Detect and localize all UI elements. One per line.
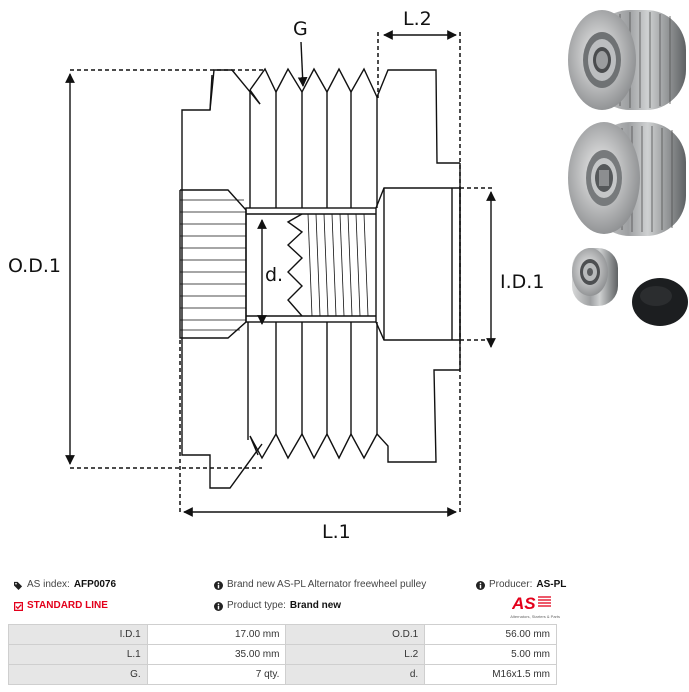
producer-value: AS-PL: [536, 579, 567, 590]
spec-value: 5.00 mm: [424, 644, 557, 665]
product-description: Brand new AS-PL Alternator freewheel pul…: [214, 579, 426, 591]
specifications-table: I.D.1 17.00 mm O.D.1 56.00 mm L.1 35.00 …: [8, 624, 557, 685]
extension-lines: [70, 32, 495, 515]
table-row: L.1 35.00 mm L.2 5.00 mm: [8, 644, 557, 665]
as-pl-logo: AS Alternators, Starters & Parts: [498, 592, 560, 622]
technical-drawing: G L.2 O.D.1 I.D.1 d. L.1: [8, 8, 544, 543]
photo-dust-cap: [632, 278, 688, 326]
product-photos: [560, 0, 689, 340]
producer: Producer: AS-PL: [476, 579, 566, 591]
spec-label: G.: [8, 664, 148, 685]
right-boss: [375, 187, 461, 341]
bottom-ribs: [249, 369, 460, 463]
spec-value: 35.00 mm: [146, 644, 287, 665]
label-od1: O.D.1: [8, 255, 61, 277]
label-d: d.: [265, 264, 283, 286]
spec-value: 56.00 mm: [424, 624, 557, 645]
logo-mark: AS: [511, 592, 552, 613]
logo-tagline: Alternators, Starters & Parts: [510, 614, 560, 619]
producer-label: Producer:: [489, 579, 533, 590]
left-flange-top: [209, 69, 261, 111]
thread-profile: [286, 213, 304, 317]
spec-value: M16x1.5 mm: [424, 664, 557, 685]
photo-pulley-front: [568, 10, 686, 110]
table-row: I.D.1 17.00 mm O.D.1 56.00 mm: [8, 624, 557, 645]
description-text: Brand new AS-PL Alternator freewheel pul…: [227, 579, 427, 590]
spec-value: 7 qty.: [146, 664, 287, 685]
pulley-cross-section-diagram: G L.2 O.D.1 I.D.1 d. L.1: [8, 8, 544, 543]
info-icon: [214, 601, 223, 611]
checkbox-checked-icon: [14, 601, 23, 611]
spec-label: I.D.1: [8, 624, 148, 645]
product-type-value: Brand new: [289, 600, 342, 611]
spec-label: L.2: [285, 644, 426, 665]
spec-label: L.1: [8, 644, 148, 665]
spec-label: d.: [285, 664, 426, 685]
left-flange-outline: [181, 74, 263, 489]
product-type: Product type: Brand new: [214, 600, 341, 612]
info-icon: [476, 580, 485, 590]
g-leader-arrow: [297, 41, 308, 87]
standard-line-badge: STANDARD LINE: [14, 600, 108, 612]
logo-wordmark: AS: [512, 594, 536, 612]
label-g: G: [293, 18, 308, 40]
label-id1: I.D.1: [500, 271, 544, 293]
top-ribs: [249, 67, 460, 164]
as-index: AS index: AFP0076: [14, 579, 116, 591]
thread-hatching: [307, 213, 369, 317]
product-type-label: Product type:: [227, 600, 286, 611]
photo-freewheel-clutch: [572, 248, 618, 306]
threaded-bore: [245, 207, 377, 323]
spec-value: 17.00 mm: [146, 624, 287, 645]
label-l2: L.2: [403, 8, 432, 30]
spec-label: O.D.1: [285, 624, 426, 645]
tags-icon: [14, 581, 23, 590]
table-row: G. 7 qty. d. M16x1.5 mm: [8, 664, 557, 685]
standard-line-label: STANDARD LINE: [27, 600, 108, 611]
info-icon: [214, 580, 223, 590]
photo-pulley-rear: [568, 122, 686, 236]
as-index-value: AFP0076: [73, 579, 117, 590]
as-index-label: AS index:: [27, 579, 70, 590]
spline-hatching: [180, 199, 246, 331]
label-l1: L.1: [322, 521, 351, 543]
